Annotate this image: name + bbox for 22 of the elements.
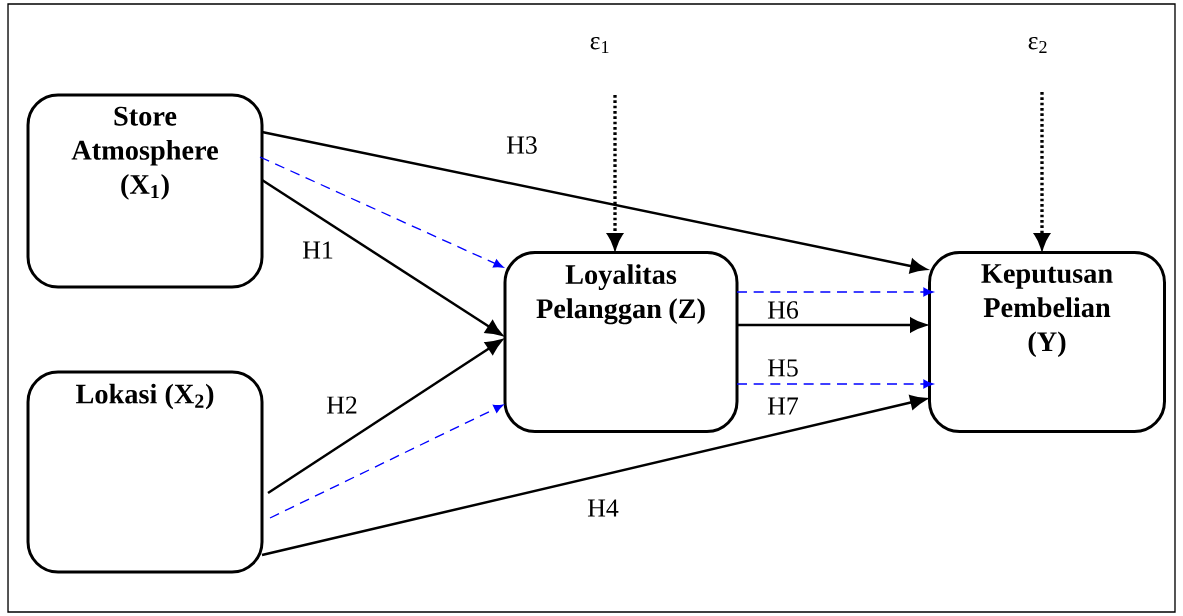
variable-box: Lokasi (X$_{2}$) <box>26 370 264 574</box>
arrow <box>737 317 927 333</box>
arrow <box>736 287 934 297</box>
arrow <box>261 130 927 274</box>
arrow <box>269 404 504 519</box>
arrow <box>267 339 503 495</box>
error-term-label: ε$_{2}$ <box>1028 37 1047 53</box>
edge-label: H2 <box>324 394 360 416</box>
arrow <box>736 379 934 389</box>
variable-box: Keputusan Pembelian (Y) <box>928 251 1166 433</box>
edge-label: H6 <box>765 299 801 321</box>
arrow <box>259 156 504 268</box>
variable-box: Loyalitas Pelanggan (Z) <box>503 251 739 433</box>
edge-label: H3 <box>504 134 540 156</box>
edge-label: H4 <box>585 497 621 519</box>
edge-label: H1 <box>300 239 336 261</box>
edge-label: H5 <box>765 357 801 379</box>
edge-label: H7 <box>765 395 801 417</box>
error-term-label: ε$_{1}$ <box>590 37 609 53</box>
variable-box: Store Atmosphere (X$_{1}$) <box>26 93 264 289</box>
arrow <box>261 178 503 336</box>
arrow <box>261 395 927 557</box>
